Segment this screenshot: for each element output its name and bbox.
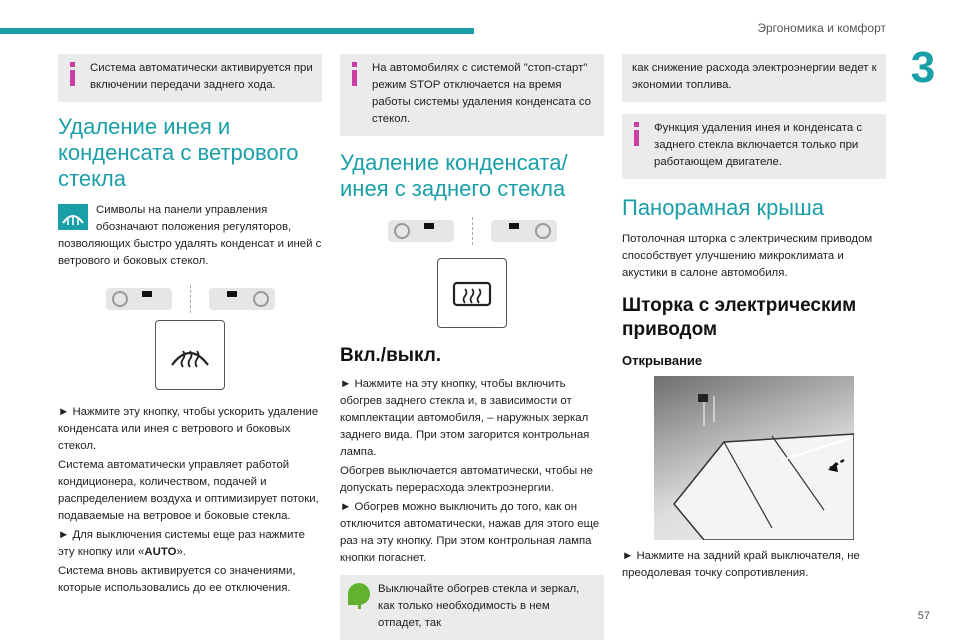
info-box: Функция удаления инея и конденсата с зад… [622,114,886,179]
icon-paragraph-text: Символы на панели управления обозначают … [58,204,322,267]
section-heading: Удаление инея и конденсата с ветрового с… [58,114,299,191]
auto-label: AUTO [144,546,177,558]
paragraph: Система вновь активируется со значениями… [58,565,296,594]
section-heading: Панорамная крыша [622,195,824,220]
section-heading: Удаление конденсата/инея с заднего стекл… [340,150,568,201]
section-title: Эргономика и комфорт [757,21,886,35]
eco-box: Выключайте обогрев стекла и зеркал, как … [340,575,604,640]
dashboard-rhd-icon [208,288,275,310]
subsection-heading: Вкл./выкл. [340,345,442,366]
column-3: как снижение расхода электроэнергии веде… [622,54,886,584]
subsubsection-heading: Открывание [622,353,703,368]
info-icon [350,62,360,88]
header-accent-bar [0,28,474,34]
paragraph: ► Нажмите на задний край выключателя, не… [622,550,860,579]
paragraph: Система автоматически управляет работой … [58,459,319,522]
subsection-heading: Шторка с электрическим приводом [622,295,857,340]
dashboard-figure [58,284,322,314]
info-text: На автомобилях с системой "стоп-старт" р… [372,62,592,125]
chapter-number: 3 [910,43,936,92]
info-box: Система автоматически активируется при в… [58,54,322,102]
paragraph: ► Обогрев можно выключить до того, как о… [340,501,600,564]
paragraph: ► Для выключения системы еще раз нажмите… [58,529,305,558]
paragraph: Потолочная шторка с электрическим привод… [622,233,873,279]
icon-paragraph: Символы на панели управления обозначают … [58,202,322,270]
info-icon [632,122,642,148]
info-text: Система автоматически активируется при в… [90,62,313,91]
rear-defrost-button[interactable] [437,258,507,328]
paragraph: Обогрев выключается автоматически, чтобы… [340,465,593,494]
continued-text: как снижение расхода электроэнергии веде… [632,62,877,91]
rear-window-defrost-icon [452,281,492,307]
windscreen-defrost-icon [58,204,88,230]
eco-leaf-icon [348,583,370,609]
sunroof-photo [654,376,854,540]
paragraph: ► Нажмите на эту кнопку, чтобы включить … [340,378,590,458]
paragraph: ► Нажмите эту кнопку, чтобы ускорить уда… [58,406,319,452]
column-1: Система автоматически активируется при в… [58,54,322,599]
dashboard-rhd-icon [490,220,557,242]
front-defrost-button[interactable] [155,320,225,390]
info-text: Функция удаления инея и конденсата с зад… [654,122,863,168]
dashboard-figure [340,216,604,246]
column-2: На автомобилях с системой "стоп-старт" р… [340,54,604,640]
dashboard-lhd-icon [105,288,172,310]
info-box: На автомобилях с системой "стоп-старт" р… [340,54,604,136]
continued-box: как снижение расхода электроэнергии веде… [622,54,886,102]
dashboard-lhd-icon [387,220,454,242]
eco-text: Выключайте обогрев стекла и зеркал, как … [378,583,580,629]
info-icon [68,62,78,88]
windscreen-defrost-icon [171,350,209,368]
page-number: 57 [917,610,930,622]
